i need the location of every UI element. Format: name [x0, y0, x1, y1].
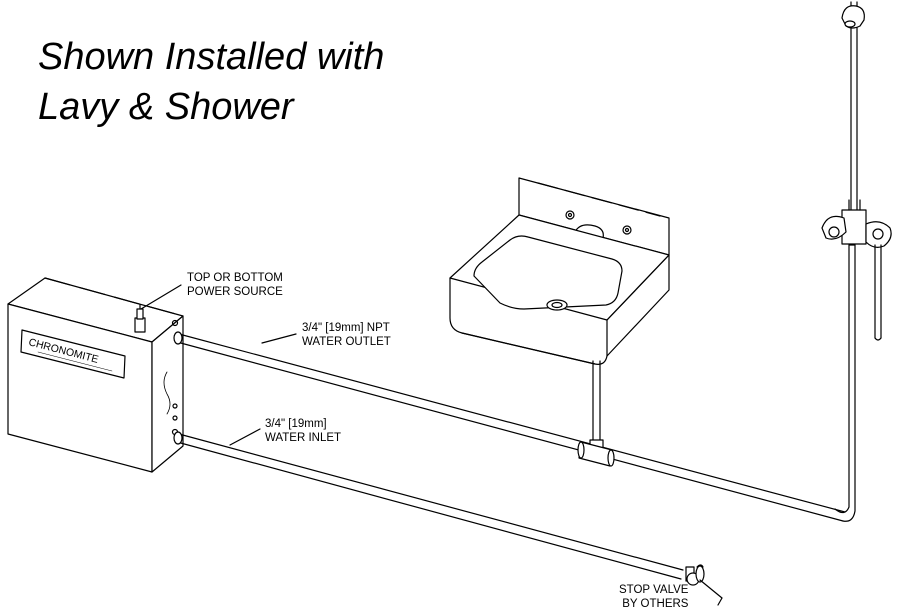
water-outlet-label: 3/4" [19mm] NPT WATER OUTLET [302, 321, 391, 349]
water-inlet-pipe [173, 431, 684, 580]
water-heater-box [7, 277, 184, 473]
stop-valve-label-line-1: STOP VALVE [619, 584, 689, 596]
shower-assembly [821, 1, 892, 341]
stop-valve-label: STOP VALVE BY OTHERS [619, 583, 688, 611]
outlet-leader-line [261, 333, 297, 344]
stop-valve-label-line-2: BY OTHERS [622, 598, 689, 610]
inlet-leader-line [229, 428, 261, 446]
diagram-title-line-1: Shown Installed with [38, 36, 385, 78]
water-outlet-label-line-1: 3/4" [19mm] NPT [302, 322, 390, 334]
water-inlet-label-line-1: 3/4" [19mm] [265, 418, 327, 430]
stop-valve [685, 564, 705, 586]
lavy-supply-tee [577, 360, 615, 467]
lavatory-sink [449, 177, 670, 365]
water-inlet-label: 3/4" [19mm] WATER INLET [265, 417, 341, 445]
water-outlet-pipe [173, 244, 856, 522]
valve-leader-line [699, 579, 723, 599]
power-source-label-line-2: POWER SOURCE [187, 286, 283, 298]
power-connector [134, 304, 146, 333]
power-source-label-line-1: TOP OR BOTTOM [187, 272, 283, 284]
water-outlet-label-line-2: WATER OUTLET [302, 336, 391, 348]
water-inlet-label-line-2: WATER INLET [265, 432, 342, 444]
power-leader-line [140, 284, 182, 310]
power-source-label: TOP OR BOTTOM POWER SOURCE [187, 271, 283, 299]
diagram-title-line-2: Lavy & Shower [38, 86, 294, 128]
